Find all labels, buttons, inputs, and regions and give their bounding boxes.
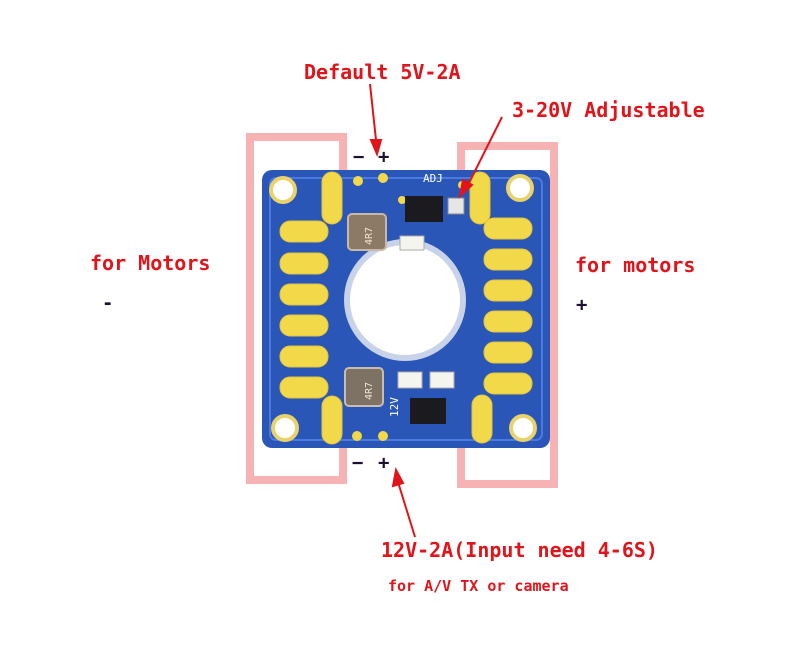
right-plus-sign: + <box>576 294 588 316</box>
regulator-chip-bottom <box>410 398 446 424</box>
left-minus-sign: - <box>102 292 114 314</box>
default-output-label: Default 5V-2A <box>304 60 461 84</box>
v12-marking: 12V <box>388 397 401 417</box>
right-motors-label: for motors <box>575 253 696 277</box>
inductor-bottom <box>344 367 384 407</box>
left-motor-pads <box>279 171 343 445</box>
potentiometer <box>447 197 465 215</box>
inductor-marking-bottom: 4R7 <box>364 382 375 400</box>
right-motor-pads <box>469 171 533 444</box>
mounting-holes <box>269 174 537 442</box>
input-sub-label: for A/V TX or camera <box>388 577 569 595</box>
annotation-arrows <box>369 83 503 538</box>
adj-marking: ADJ <box>423 172 443 185</box>
top-plus-sign: + <box>378 146 390 168</box>
input-label: 12V-2A(Input need 4-6S) <box>381 538 658 562</box>
inductor-marking-top: 4R7 <box>364 227 375 245</box>
left-motors-label: for Motors <box>90 251 211 275</box>
bottom-minus-sign: − <box>352 452 364 474</box>
top-minus-sign: − <box>353 146 365 168</box>
pcb-board: ADJ 4R7 4R7 12V <box>262 170 550 448</box>
regulator-chip-top <box>405 196 443 222</box>
adjustable-output-label: 3-20V Adjustable <box>512 98 705 122</box>
bottom-plus-sign: + <box>378 452 390 474</box>
center-hole <box>344 239 466 361</box>
inductor-top <box>347 213 387 251</box>
